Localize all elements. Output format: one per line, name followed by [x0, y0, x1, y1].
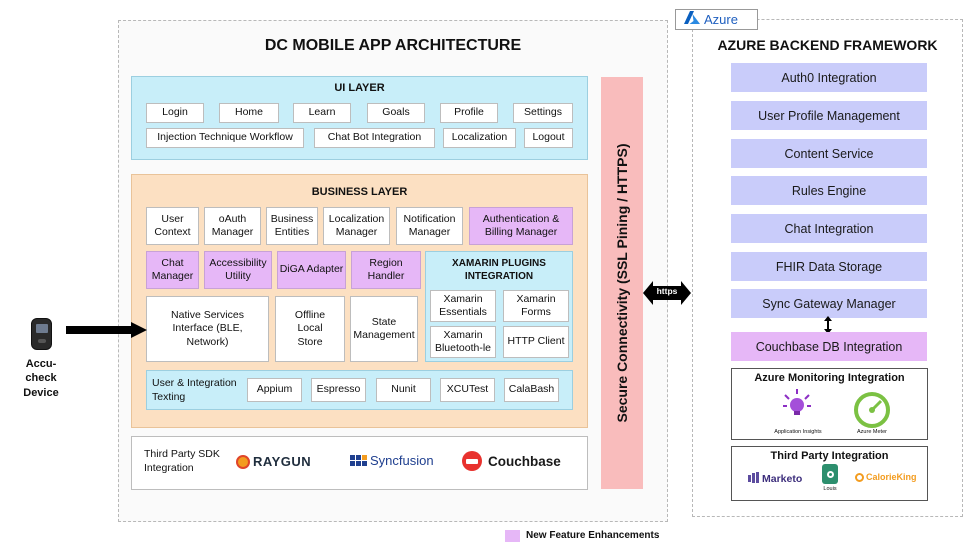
couchbase-text: Couchbase	[488, 453, 561, 469]
azure-meter-icon	[852, 392, 892, 428]
ui-item-settings: Settings	[513, 103, 573, 123]
azure-tab: Azure	[675, 9, 758, 30]
xamarin-bluetooth-le: Xamarin Bluetooth-le	[430, 326, 496, 358]
marketo-icon	[748, 470, 759, 488]
localization-manager: Localization Manager	[323, 207, 390, 245]
https-label: https	[656, 286, 678, 296]
marketo-text: Marketo	[762, 473, 803, 485]
azure-service-content: Content Service	[731, 139, 927, 168]
syncfusion-logo: Syncfusion	[350, 453, 434, 468]
diga-adapter: DiGA Adapter	[277, 251, 346, 289]
user-context: User Context	[146, 207, 199, 245]
azure-service-auth0: Auth0 Integration	[731, 63, 927, 92]
ui-item-goals: Goals	[367, 103, 425, 123]
ui-item-chatbot: Chat Bot Integration	[314, 128, 435, 148]
calorieking-text: CalorieKing	[866, 472, 917, 482]
azure-service-rules-engine: Rules Engine	[731, 176, 927, 205]
ui-item-home: Home	[219, 103, 279, 123]
test-espresso: Espresso	[311, 378, 366, 402]
state-management: State Management	[350, 296, 418, 362]
ui-item-localization: Localization	[443, 128, 516, 148]
auth-billing-manager: Authentication & Billing Manager	[469, 207, 573, 245]
test-nunit: Nunit	[376, 378, 431, 402]
https-connection-arrow	[643, 281, 691, 305]
ui-item-learn: Learn	[293, 103, 351, 123]
couchbase-logo: Couchbase	[462, 451, 561, 471]
azure-third-party-title: Third Party Integration	[770, 450, 889, 462]
calorieking-logo: CalorieKing	[855, 472, 917, 482]
azure-monitoring-title: Azure Monitoring Integration	[754, 372, 905, 384]
region-handler: Region Handler	[351, 251, 421, 289]
calorieking-icon	[855, 472, 864, 482]
xamarin-forms: Xamarin Forms	[503, 290, 569, 322]
test-calabash: CalaBash	[504, 378, 559, 402]
ui-item-logout: Logout	[524, 128, 573, 148]
marketo-logo: Marketo	[748, 470, 802, 488]
device-connection-arrow	[66, 322, 147, 338]
couchbase-db-integration: Couchbase DB Integration	[731, 332, 927, 361]
notification-manager: Notification Manager	[396, 207, 463, 245]
accu-check-device-label: Accu-check Device	[23, 358, 59, 399]
azure-tab-label: Azure	[704, 12, 738, 27]
azure-meter-label: Azure Meter	[857, 429, 887, 435]
ui-item-profile: Profile	[440, 103, 498, 123]
business-layer-title: BUSINESS LAYER	[311, 186, 408, 198]
azure-logo-icon	[684, 10, 700, 29]
azure-backend-title: AZURE BACKEND FRAMEWORK	[717, 37, 938, 53]
syncfusion-text: Syncfusion	[370, 453, 434, 468]
ui-item-login: Login	[146, 103, 204, 123]
test-xcutest: XCUTest	[440, 378, 495, 402]
accu-check-device-icon	[31, 318, 52, 350]
secure-connectivity-label: Secure Connectivity (SSL Pining / HTTPS)	[614, 143, 630, 423]
azure-service-fhir: FHIR Data Storage	[731, 252, 927, 281]
ui-item-injection-workflow: Injection Technique Workflow	[146, 128, 304, 148]
azure-service-chat: Chat Integration	[731, 214, 927, 243]
offline-local-store: Offline Local Store	[275, 296, 345, 362]
business-entities: Business Entities	[266, 207, 318, 245]
louis-icon	[822, 464, 838, 484]
raygun-text: RAYGUN	[253, 454, 312, 469]
azure-service-sync-gateway: Sync Gateway Manager	[731, 289, 927, 318]
raygun-logo: RAYGUN	[236, 454, 311, 469]
app-insights-label: Application Insights	[774, 429, 822, 435]
ui-layer-title: UI LAYER	[334, 82, 385, 94]
syncfusion-icon	[350, 455, 367, 466]
azure-service-user-profile: User Profile Management	[731, 101, 927, 130]
accessibility-utility: Accessibility Utility	[204, 251, 272, 289]
third-party-sdk-label: Third Party SDK Integration	[144, 448, 220, 474]
test-appium: Appium	[247, 378, 302, 402]
secure-connectivity-bar	[601, 77, 643, 489]
oauth-manager: oAuth Manager	[204, 207, 261, 245]
sync-couchbase-arrow	[823, 316, 833, 334]
louis-label: Louis	[823, 486, 837, 492]
lightbulb-icon	[783, 389, 811, 427]
azure-monitoring-panel	[731, 368, 928, 440]
native-services-interface: Native Services Interface (BLE, Network)	[146, 296, 269, 362]
raygun-icon	[236, 454, 250, 469]
couchbase-icon	[462, 451, 482, 471]
testing-label: User & Integration Texting	[152, 377, 237, 404]
http-client: HTTP Client	[503, 326, 569, 358]
app-architecture-title: DC MOBILE APP ARCHITECTURE	[264, 37, 522, 54]
legend-label: New Feature Enhancements	[526, 530, 660, 541]
xamarin-plugins-title: XAMARIN PLUGINS INTEGRATION	[452, 258, 546, 282]
chat-manager: Chat Manager	[146, 251, 199, 289]
xamarin-essentials: Xamarin Essentials	[430, 290, 496, 322]
legend-swatch	[505, 530, 520, 542]
